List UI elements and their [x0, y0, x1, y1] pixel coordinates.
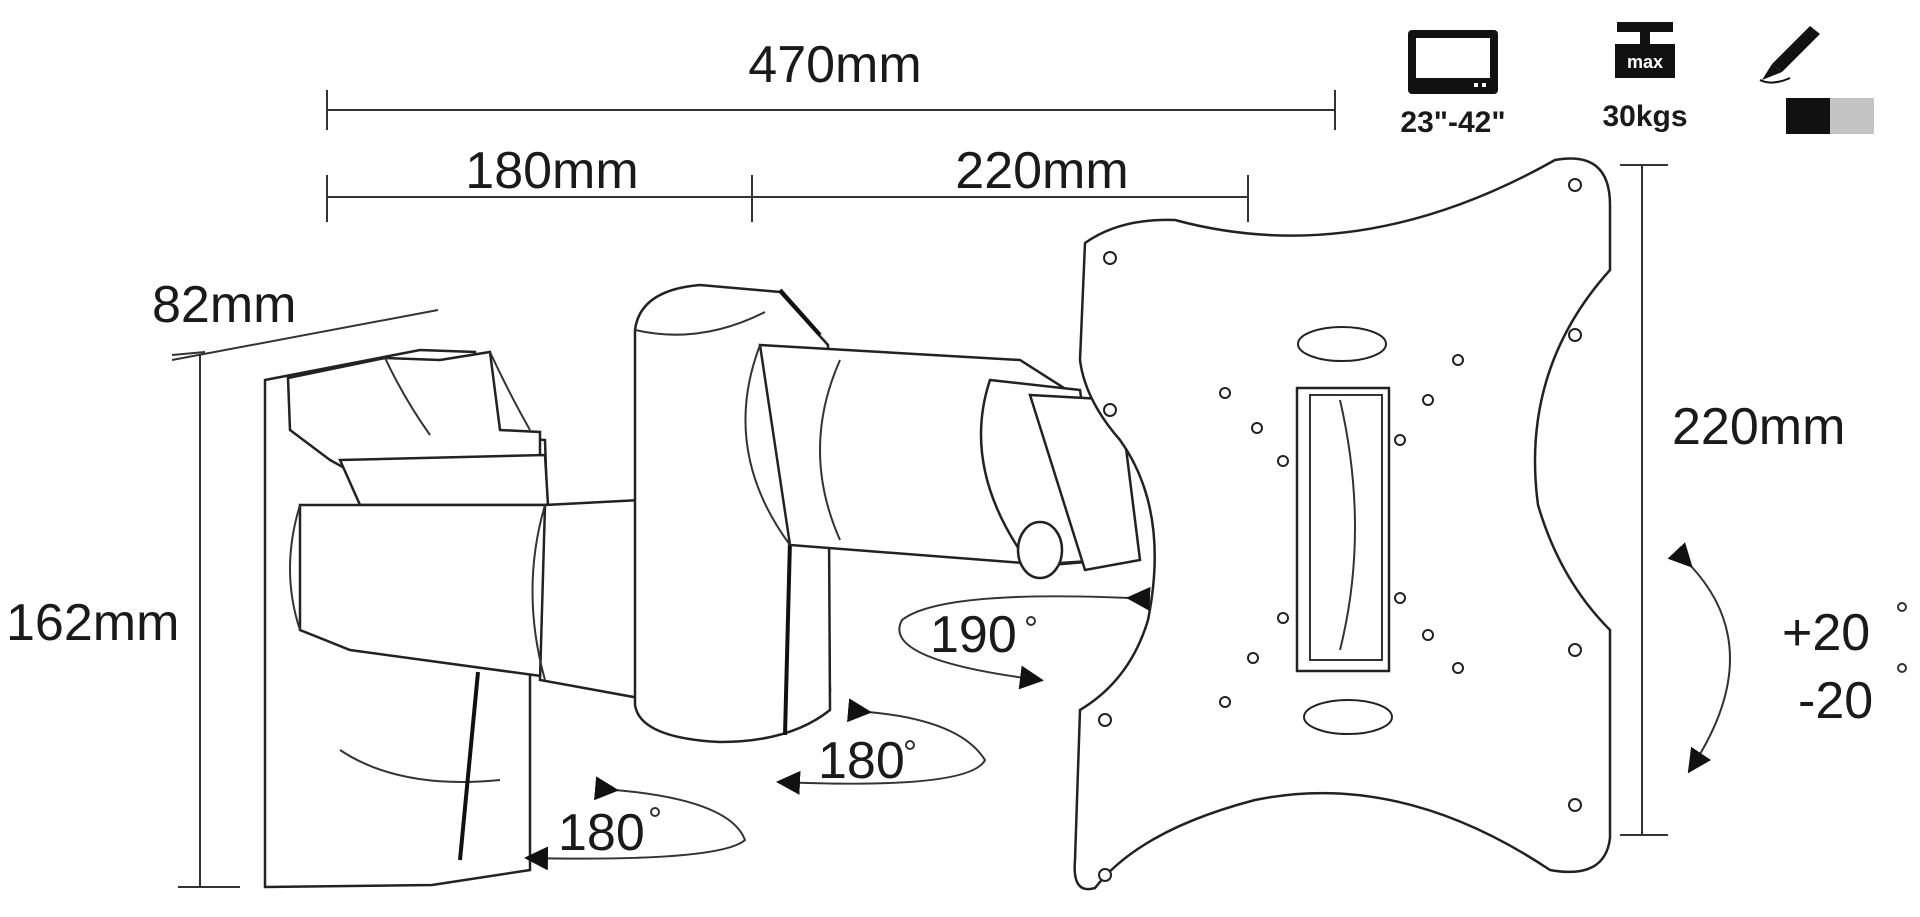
- arm2-length-label: 220mm: [955, 142, 1128, 200]
- max-badge-label: max: [1627, 52, 1663, 72]
- dimension-total-length: 470mm: [326, 36, 1336, 130]
- monitor-icon: [1408, 30, 1498, 94]
- swatch-silver: [1830, 98, 1874, 134]
- max-load-label: 30kgs: [1602, 100, 1687, 133]
- tilt-rotation: +20 -20: [1667, 542, 1907, 774]
- dimension-wall-depth: 82mm: [152, 276, 439, 361]
- tv-plate: [1073, 157, 1612, 891]
- arm-joint-label: 180: [818, 732, 905, 790]
- tilt-down-label: -20: [1798, 672, 1873, 730]
- screen-size-spec: 23"-42": [1400, 30, 1506, 139]
- plate-swivel-label: 190: [930, 606, 1017, 664]
- wall-joint-rotation: 180: [524, 776, 747, 871]
- wall-height-label: 162mm: [6, 594, 179, 652]
- plate-height-label: 220mm: [1672, 398, 1845, 456]
- plate-swivel-rotation: 190: [898, 586, 1151, 690]
- color-spec: [1759, 26, 1874, 134]
- dimension-arm-lengths: 180mm 220mm: [326, 142, 1249, 222]
- arm-joint-rotation: 180: [776, 698, 987, 795]
- pen-icon: [1759, 26, 1820, 84]
- second-arm: [744, 343, 1142, 580]
- dimension-wall-height: 162mm: [6, 355, 240, 888]
- wall-joint-label: 180: [558, 804, 645, 862]
- screen-size-label: 23"-42": [1400, 106, 1505, 139]
- max-load-icon: max: [1615, 22, 1675, 78]
- tilt-up-label: +20: [1782, 604, 1870, 662]
- total-length-label: 470mm: [748, 36, 921, 94]
- dimension-plate-height: 220mm: [1620, 164, 1845, 836]
- wall-depth-label: 82mm: [152, 276, 296, 334]
- swatch-black: [1786, 98, 1830, 134]
- mounting-holes: [1098, 178, 1582, 882]
- arm1-length-label: 180mm: [465, 142, 638, 200]
- color-swatch-icon: [1786, 98, 1874, 134]
- max-load-spec: max 30kgs: [1602, 22, 1688, 133]
